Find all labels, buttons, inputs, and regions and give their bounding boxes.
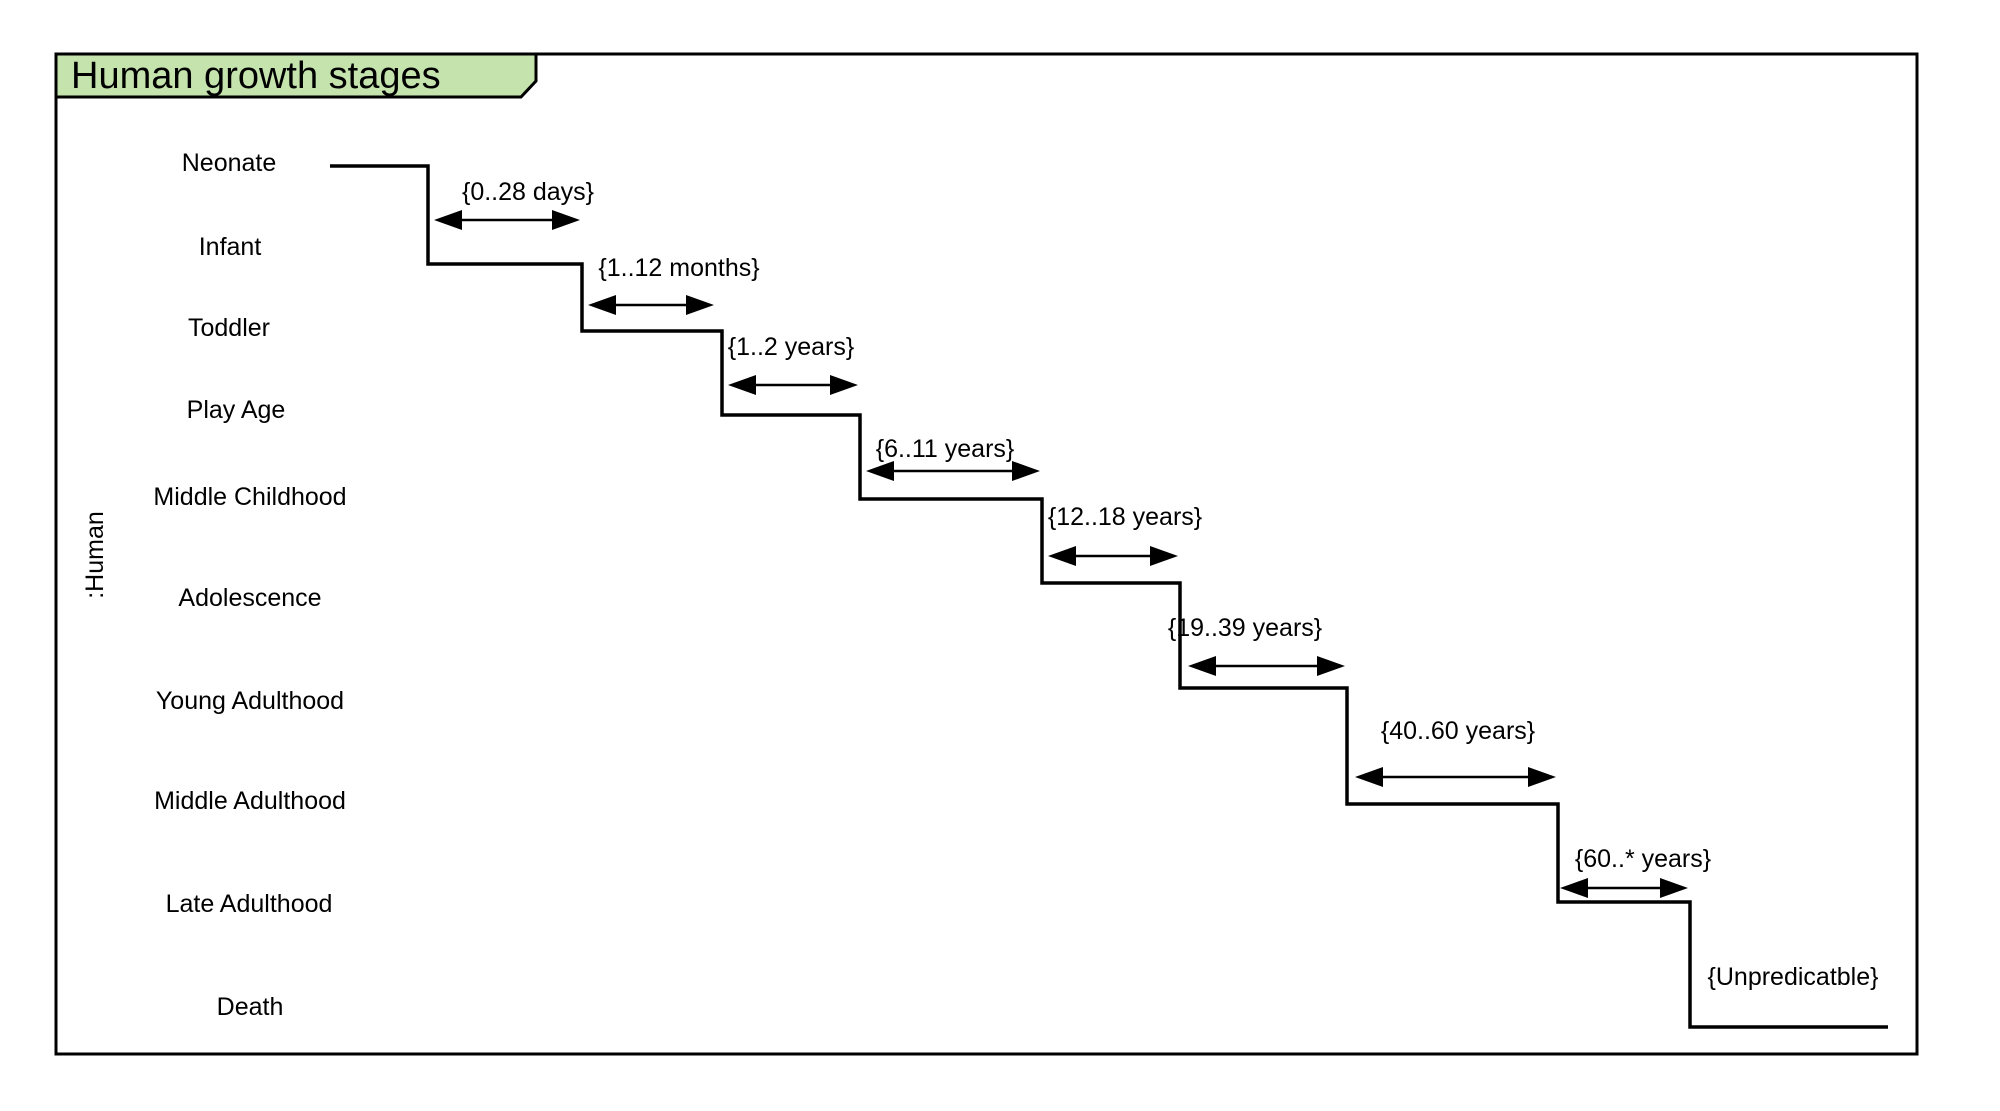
arrowhead-left-icon (1188, 656, 1216, 676)
duration-constraint: {1..2 years} (728, 333, 858, 395)
arrowhead-left-icon (588, 295, 616, 315)
duration-constraints-group: {0..28 days} {1..12 months} {1..2 years} {6… (434, 178, 1878, 991)
constraint-label: {19..39 years} (1168, 614, 1322, 642)
frame-title-tab (54, 52, 538, 99)
stage-label-play-age: Play Age (187, 396, 286, 424)
state-timeline-path (330, 164, 1888, 1029)
stage-label-infant: Infant (199, 233, 262, 261)
duration-constraint: {0..28 days} (434, 178, 594, 230)
duration-constraint: {Unpredicatble} (1708, 963, 1879, 991)
stage-label-middle-childhood: Middle Childhood (153, 483, 346, 511)
arrowhead-right-icon (1150, 546, 1178, 566)
arrowhead-left-icon (1355, 767, 1383, 787)
duration-constraint: {12..18 years} (1048, 503, 1202, 566)
arrowhead-right-icon (830, 375, 858, 395)
stage-label-neonate: Neonate (182, 149, 277, 177)
constraint-label: {40..60 years} (1381, 717, 1535, 745)
stage-label-middle-adulthood: Middle Adulthood (154, 787, 346, 815)
frame-border (54, 52, 1919, 1056)
arrowhead-left-icon (866, 461, 894, 481)
constraint-label: {0..28 days} (462, 178, 594, 206)
arrowhead-right-icon (686, 295, 714, 315)
stage-label-adolescence: Adolescence (178, 584, 321, 612)
arrowhead-left-icon (1560, 878, 1588, 898)
duration-constraint: {40..60 years} (1355, 717, 1556, 787)
arrowhead-right-icon (1012, 461, 1040, 481)
arrowhead-right-icon (1660, 878, 1688, 898)
duration-constraint: {1..12 months} (588, 254, 760, 315)
constraint-label: {Unpredicatble} (1708, 963, 1879, 991)
arrowhead-left-icon (728, 375, 756, 395)
constraint-label: {12..18 years} (1048, 503, 1202, 531)
duration-constraint: {19..39 years} (1168, 614, 1345, 676)
arrowhead-left-icon (434, 210, 462, 230)
arrowhead-right-icon (1317, 656, 1345, 676)
constraint-label: {1..12 months} (598, 254, 759, 282)
stage-label-death: Death (217, 993, 284, 1021)
arrowhead-right-icon (1528, 767, 1556, 787)
lifeline-label: :Human (81, 511, 109, 599)
arrowhead-right-icon (552, 210, 580, 230)
diagram-title: Human growth stages (71, 55, 441, 97)
duration-constraint: {6..11 years} (866, 435, 1040, 481)
constraint-label: {1..2 years} (728, 333, 854, 361)
constraint-label: {60..* years} (1575, 845, 1711, 873)
stage-label-late-adulthood: Late Adulthood (166, 890, 333, 918)
stage-label-young-adulthood: Young Adulthood (156, 687, 344, 715)
arrowhead-left-icon (1048, 546, 1076, 566)
constraint-label: {6..11 years} (876, 435, 1015, 463)
stage-label-toddler: Toddler (188, 314, 270, 342)
duration-constraint: {60..* years} (1560, 845, 1711, 898)
